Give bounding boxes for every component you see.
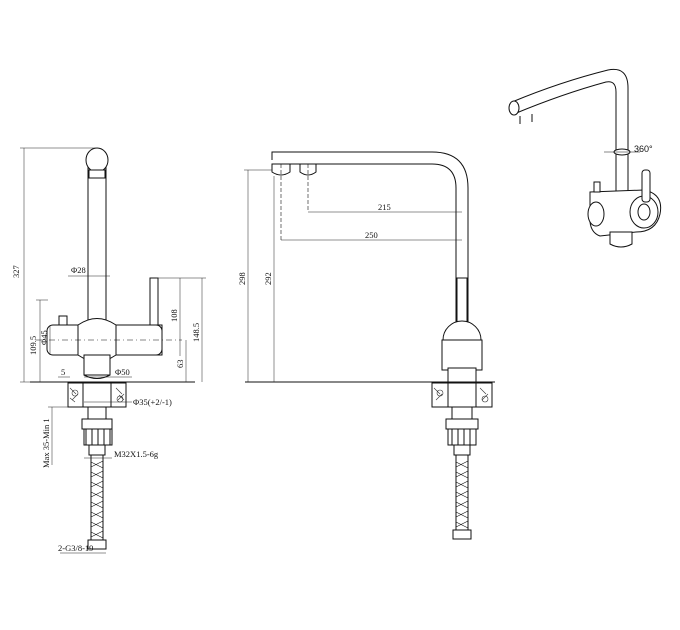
outlet-2 bbox=[299, 163, 317, 176]
outlet-1 bbox=[271, 163, 291, 176]
nut bbox=[81, 418, 113, 430]
side-view: 298 292 215 250 bbox=[237, 151, 495, 540]
dim-292: 292 bbox=[263, 272, 273, 285]
spout-cap bbox=[85, 147, 109, 173]
spout-tube bbox=[87, 164, 107, 326]
dim-phi35: Φ35(+2/-1) bbox=[133, 397, 172, 407]
dim-phi45: Φ45 bbox=[39, 330, 49, 345]
dim-thickness: Max 35-Min 1 bbox=[41, 418, 51, 468]
dim-thread: M32X1.5-6g bbox=[114, 449, 159, 459]
front-view: 327 109.5 Φ45 Φ28 108 148.5 63 5 Φ50 Φ35… bbox=[11, 147, 206, 554]
dim-298: 298 bbox=[237, 272, 247, 285]
dim-phi28: Φ28 bbox=[71, 265, 86, 275]
dim-109-5: 109.5 bbox=[28, 336, 38, 355]
spout-collar bbox=[88, 169, 106, 179]
dim-63: 63 bbox=[175, 360, 185, 369]
hose-end bbox=[87, 539, 107, 550]
rotation-label: 360° bbox=[634, 144, 653, 154]
dim-327: 327 bbox=[11, 265, 21, 278]
body-neck bbox=[83, 354, 111, 376]
spout-outer bbox=[271, 151, 469, 325]
iso-view: 360° bbox=[508, 68, 662, 248]
dim-phi50: Φ50 bbox=[115, 367, 130, 377]
iso-lever bbox=[641, 169, 651, 203]
dim-148-5: 148.5 bbox=[191, 323, 201, 342]
dim-215: 215 bbox=[378, 202, 391, 212]
spout-head bbox=[508, 100, 520, 116]
spout-inner bbox=[272, 163, 457, 325]
dim-5: 5 bbox=[61, 367, 65, 377]
dim-250: 250 bbox=[365, 230, 378, 240]
lever bbox=[149, 277, 159, 329]
dim-hose-thread: 2-G3/8-19 bbox=[58, 543, 93, 553]
dim-108: 108 bbox=[169, 309, 179, 322]
